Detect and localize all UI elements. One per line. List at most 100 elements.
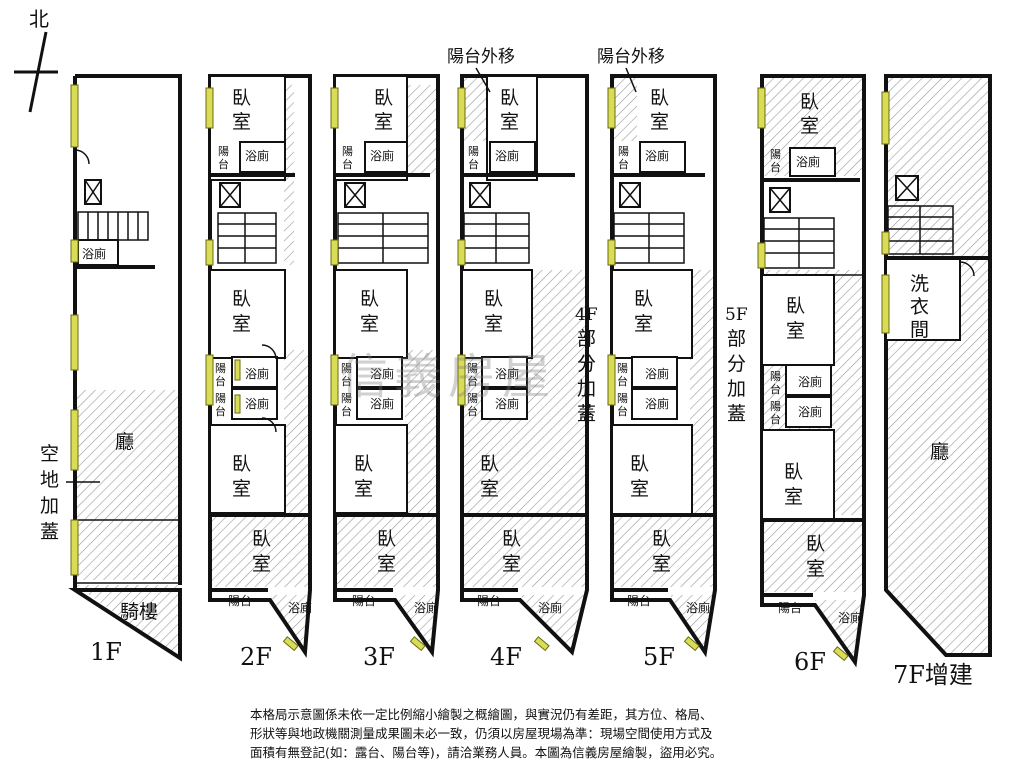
svg-text:台: 台 (215, 404, 226, 418)
svg-text:台: 台 (770, 412, 781, 426)
svg-text:陽: 陽 (468, 145, 479, 158)
svg-text:洗: 洗 (910, 273, 929, 295)
svg-text:蓋: 蓋 (577, 403, 596, 425)
disclaimer-text: 本格局示意圖係未依一定比例縮小繪製之概繪圖，與實況仍有差距，其方位、格局、 形狀… (250, 705, 810, 762)
disclaimer-line: 本格局示意圖係未依一定比例縮小繪製之概繪圖，與實況仍有差距，其方位、格局、 (250, 707, 713, 722)
floor-label-5f: 5F (643, 643, 675, 671)
floor-label-6f: 6F (794, 648, 826, 676)
svg-text:室: 室 (630, 478, 649, 500)
svg-text:台: 台 (618, 157, 629, 171)
svg-text:陽: 陽 (467, 392, 478, 405)
svg-text:浴廁: 浴廁 (686, 600, 710, 615)
svg-text:廳: 廳 (930, 441, 949, 463)
svg-text:陽: 陽 (770, 370, 781, 383)
svg-text:臥: 臥 (360, 288, 379, 310)
svg-text:浴廁: 浴廁 (370, 396, 394, 411)
svg-text:台: 台 (342, 157, 353, 171)
svg-text:加: 加 (40, 495, 59, 517)
svg-text:台: 台 (617, 374, 628, 388)
north-arrow-icon: 北 (14, 7, 58, 113)
svg-text:浴廁: 浴廁 (538, 600, 562, 615)
balcony-move-label-4f: 陽台外移 (447, 47, 515, 67)
svg-text:臥: 臥 (806, 533, 825, 555)
disclaimer-line: 形狀等與地政機關測量成果圖未必一致，仍須以房屋現場為準：現場空間使用方式及 (250, 726, 713, 741)
floor-label-4f: 4F (490, 643, 522, 671)
svg-text:室: 室 (480, 478, 499, 500)
svg-text:室: 室 (232, 478, 251, 500)
svg-text:陽台: 陽台 (477, 593, 501, 608)
svg-text:部: 部 (577, 328, 596, 350)
svg-text:浴廁: 浴廁 (645, 396, 669, 411)
svg-text:陽: 陽 (342, 145, 353, 158)
svg-text:浴廁: 浴廁 (798, 404, 822, 419)
svg-text:臥: 臥 (232, 453, 251, 475)
svg-text:陽: 陽 (341, 392, 352, 405)
svg-text:加: 加 (727, 378, 746, 400)
svg-text:台: 台 (770, 382, 781, 396)
svg-text:台: 台 (468, 157, 479, 171)
svg-text:臥: 臥 (480, 453, 499, 475)
svg-text:臥: 臥 (786, 295, 805, 317)
svg-text:陽台: 陽台 (627, 593, 651, 608)
svg-text:室: 室 (652, 553, 671, 575)
svg-text:陽: 陽 (215, 362, 226, 375)
svg-text:分: 分 (577, 353, 596, 375)
floor-1f-plan: 浴廁 廳 騎樓 (66, 74, 182, 662)
svg-text:臥: 臥 (377, 528, 396, 550)
north-label: 北 (29, 7, 49, 31)
svg-text:分: 分 (727, 353, 746, 375)
svg-text:台: 台 (341, 404, 352, 418)
svg-text:台: 台 (617, 404, 628, 418)
hall-label-1f: 廳 (115, 431, 134, 453)
svg-text:台: 台 (215, 374, 226, 388)
svg-text:臥: 臥 (484, 288, 503, 310)
floor-4f-plan: 臥 室 陽 台 浴廁 臥 室 陽 台 浴廁 陽 台 浴廁 臥 室 臥 室 陽台 … (457, 74, 589, 656)
watermark: 信義房屋 (340, 349, 557, 405)
svg-text:浴廁: 浴廁 (245, 396, 269, 411)
yard-addition-label: 空 地 加 蓋 (40, 443, 59, 543)
balcony-move-label-5f: 陽台外移 (597, 47, 665, 67)
svg-text:室: 室 (650, 111, 669, 133)
svg-text:臥: 臥 (630, 453, 649, 475)
svg-text:陽: 陽 (215, 392, 226, 405)
svg-text:陽: 陽 (617, 362, 628, 375)
svg-text:臥: 臥 (232, 87, 251, 109)
svg-text:浴廁: 浴廁 (495, 148, 519, 163)
svg-text:室: 室 (354, 478, 373, 500)
svg-text:浴廁: 浴廁 (645, 366, 669, 381)
svg-text:臥: 臥 (500, 87, 519, 109)
svg-text:陽: 陽 (218, 145, 229, 158)
svg-text:室: 室 (786, 320, 805, 342)
svg-text:室: 室 (500, 111, 519, 133)
svg-text:陽台: 陽台 (228, 593, 252, 608)
floor-label-3f: 3F (363, 643, 395, 671)
svg-text:室: 室 (374, 111, 393, 133)
svg-text:間: 間 (910, 319, 929, 341)
svg-text:浴廁: 浴廁 (288, 600, 312, 615)
svg-text:浴廁: 浴廁 (838, 610, 862, 625)
svg-text:陽: 陽 (467, 362, 478, 375)
svg-text:浴廁: 浴廁 (245, 366, 269, 381)
svg-text:浴廁: 浴廁 (495, 396, 519, 411)
svg-text:室: 室 (800, 115, 819, 137)
svg-text:加: 加 (577, 378, 596, 400)
svg-text:浴廁: 浴廁 (370, 148, 394, 163)
svg-text:浴廁: 浴廁 (370, 366, 394, 381)
svg-text:浴廁: 浴廁 (798, 374, 822, 389)
svg-text:臥: 臥 (354, 453, 373, 475)
svg-text:室: 室 (232, 111, 251, 133)
svg-text:室: 室 (360, 313, 379, 335)
svg-text:室: 室 (806, 558, 825, 580)
svg-text:地: 地 (40, 469, 59, 491)
addition-label-5f: 5F 部 分 加 蓋 (725, 305, 748, 425)
disclaimer-line: 面積有無登記(如：露台、陽台等)，請洽業務人員。本圖為信義房屋繪製，盜用必究。 (250, 745, 723, 760)
svg-text:浴廁: 浴廁 (495, 366, 519, 381)
svg-text:蓋: 蓋 (40, 521, 59, 543)
svg-text:台: 台 (467, 374, 478, 388)
svg-text:空: 空 (40, 443, 59, 465)
svg-text:室: 室 (784, 486, 803, 508)
floor-label-7f: 7F增建 (893, 661, 973, 689)
svg-text:浴廁: 浴廁 (245, 148, 269, 163)
floor-6f-plan: 臥 室 陽 台 浴廁 臥 室 陽 台 浴廁 陽 台 浴廁 臥 室 臥 室 陽台 … (757, 74, 866, 668)
svg-text:室: 室 (484, 313, 503, 335)
